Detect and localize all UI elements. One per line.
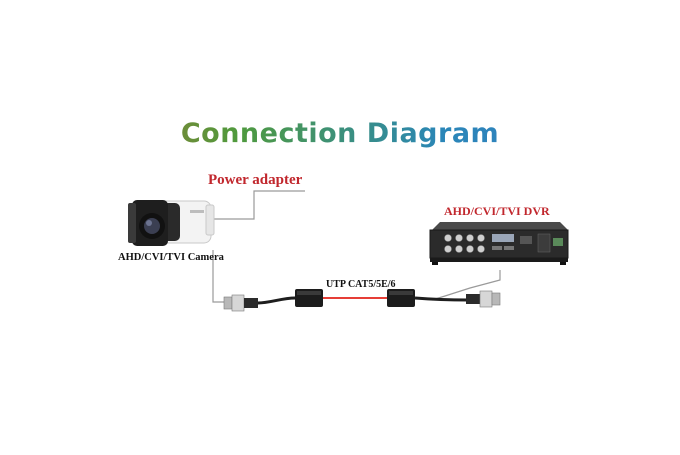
balun-cord-left xyxy=(257,296,296,305)
camera-label: AHD/CVI/TVI Camera xyxy=(118,252,224,263)
power-adapter-label: Power adapter xyxy=(208,172,303,188)
diagram-title: Connection Diagram xyxy=(0,118,680,149)
balun-cord-right xyxy=(414,296,469,302)
dvr-label: AHD/CVI/TVI DVR xyxy=(444,204,550,218)
bullet-camera xyxy=(128,200,215,246)
dvr-wire xyxy=(431,270,501,301)
bnc-connector-left xyxy=(223,294,258,312)
bnc-connector-right xyxy=(466,290,501,308)
dvr-recorder xyxy=(429,222,569,265)
video-balun-right xyxy=(387,289,415,307)
utp-cable-label: UTP CAT5/5E/6 xyxy=(326,279,396,290)
power-wire xyxy=(212,190,305,220)
video-balun-left xyxy=(295,289,323,307)
